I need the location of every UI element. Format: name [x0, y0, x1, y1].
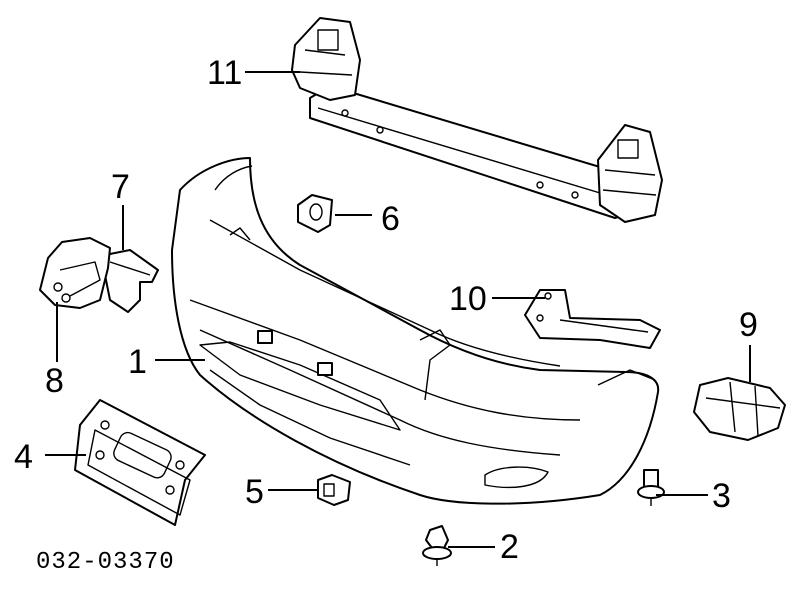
diagram-code: 032-03370 — [36, 549, 175, 576]
bumper-face-part — [171, 157, 660, 505]
side-spacer-left-part — [39, 237, 111, 309]
bumper-beam-part — [291, 17, 663, 223]
callout-4: 4 — [14, 438, 33, 476]
side-bracket-left-part — [104, 249, 159, 313]
callout-5: 5 — [245, 473, 264, 511]
callout-2: 2 — [500, 528, 519, 566]
clip-fastener-part-3 — [637, 469, 665, 506]
clip-fastener-part — [422, 525, 452, 566]
callout-6: 6 — [381, 200, 400, 238]
callout-labels: 11 7 6 10 9 1 8 4 5 3 2 — [14, 54, 758, 566]
leader-lines — [45, 71, 751, 548]
bumper-bracket-right-part — [524, 289, 661, 349]
callout-9: 9 — [739, 306, 758, 344]
callout-7: 7 — [111, 168, 130, 206]
callout-10: 10 — [449, 280, 487, 318]
rubber-block-part — [297, 194, 333, 233]
callout-3: 3 — [712, 477, 731, 515]
license-plate-base-part — [74, 399, 206, 526]
clip-part — [317, 474, 351, 506]
callout-1: 1 — [128, 343, 147, 381]
side-foam-part — [693, 377, 786, 441]
callout-8: 8 — [45, 362, 64, 400]
callout-11: 11 — [207, 54, 242, 92]
